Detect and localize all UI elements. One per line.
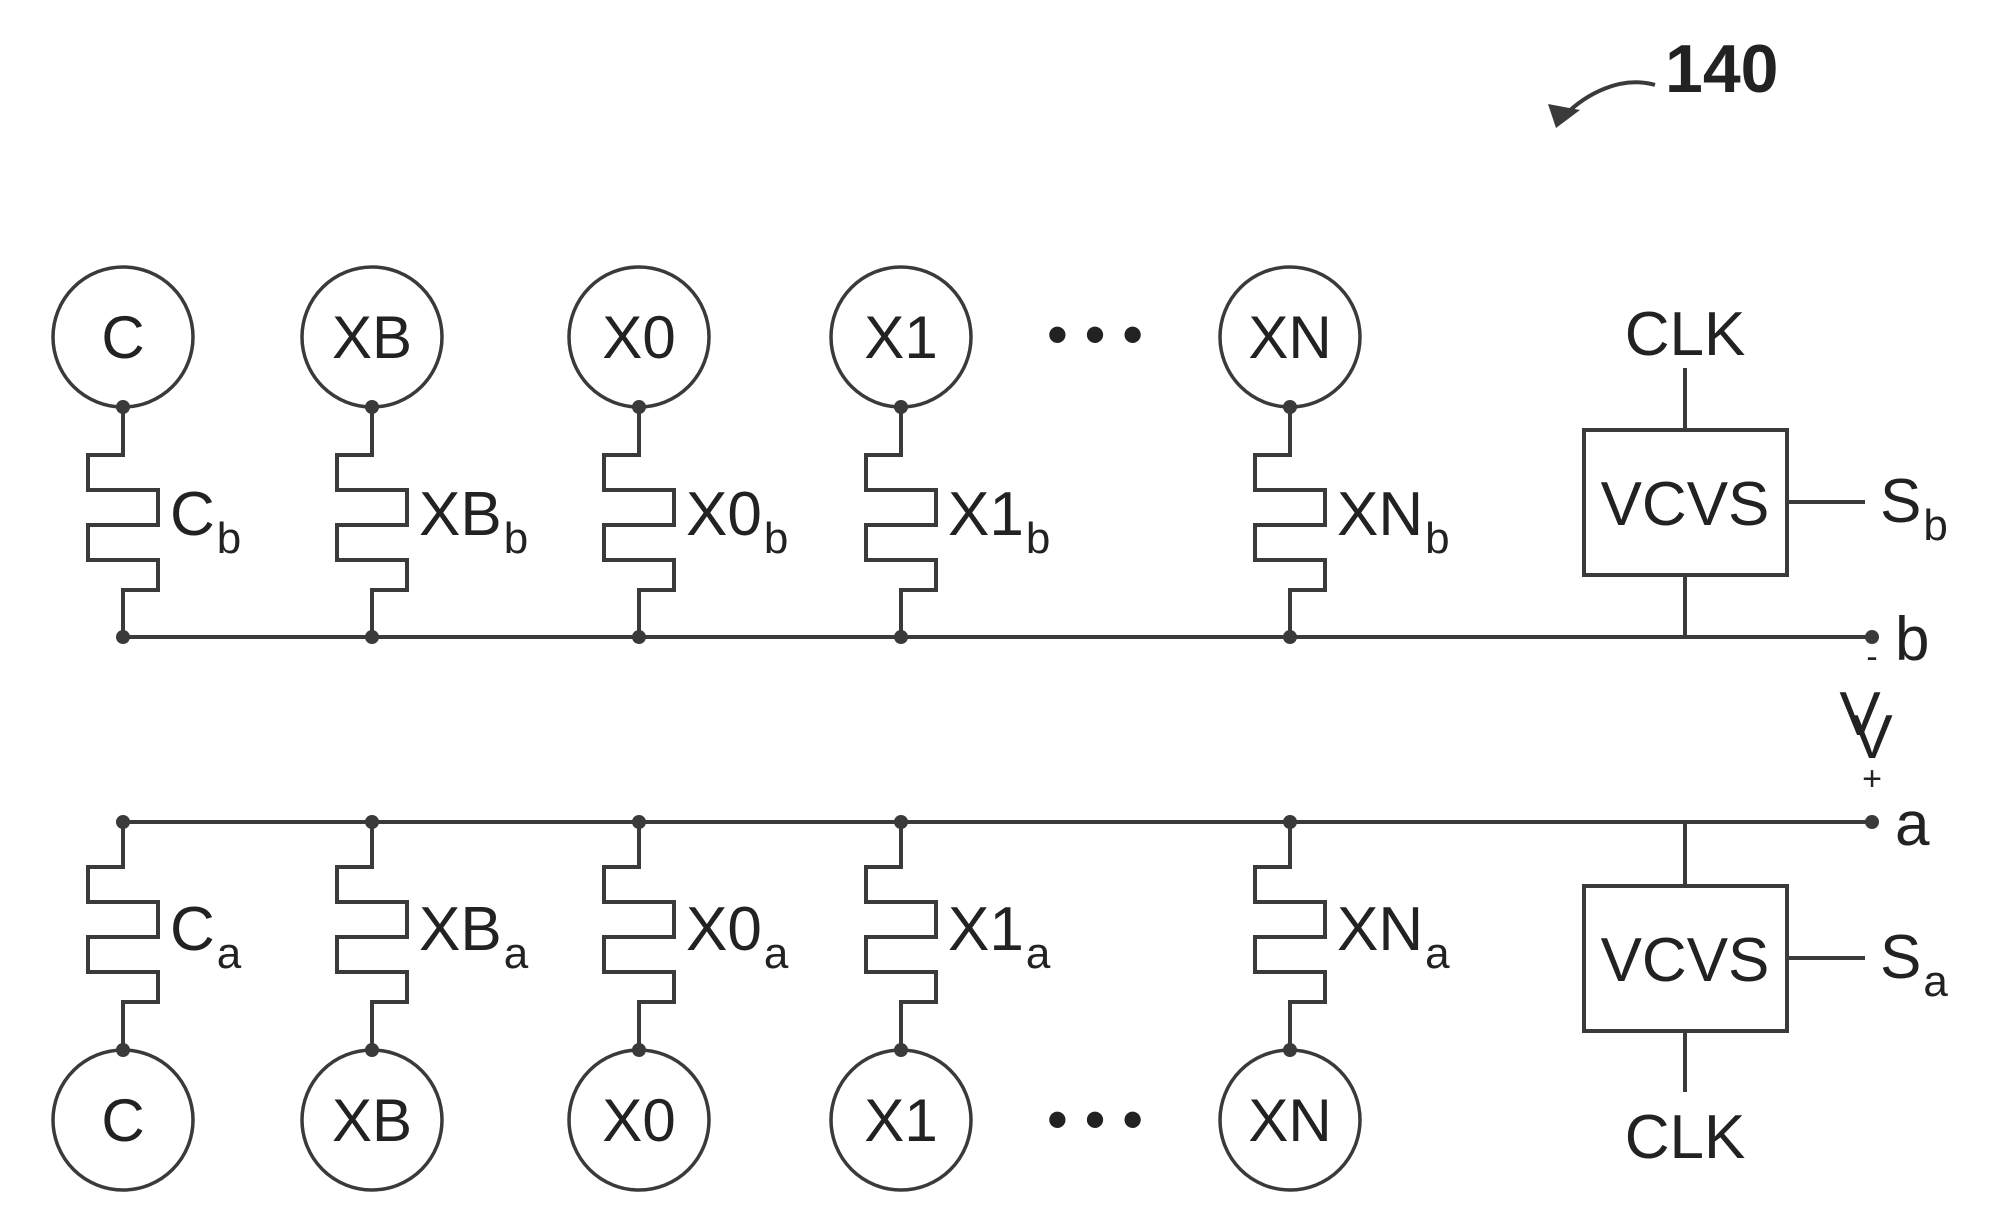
top-resistor-label: X0b xyxy=(686,480,788,563)
bottom-source-label: C xyxy=(101,1087,144,1154)
terminal-a-label: a xyxy=(1895,790,1930,859)
bottom-resistor-label: XNa xyxy=(1337,895,1450,978)
top-resistor xyxy=(1255,407,1325,637)
top-clk-label: CLK xyxy=(1625,300,1746,369)
top-output-label: Sb xyxy=(1880,467,1948,550)
bottom-resistor-label: Ca xyxy=(170,895,242,978)
top-resistor-label: XNb xyxy=(1337,480,1450,563)
bottom-resistor-sub: a xyxy=(504,929,529,978)
bottom-output-label: Sa xyxy=(1880,923,1948,1006)
top-source-label: X1 xyxy=(864,304,937,371)
bottom-resistor-sub: a xyxy=(1425,929,1450,978)
bottom-output-main: S xyxy=(1880,923,1921,992)
bottom-resistor-main: C xyxy=(170,895,215,964)
top-source-label: X0 xyxy=(602,304,675,371)
top-resistor-label: XBb xyxy=(419,480,528,563)
bottom-branch-2: X0 X0a xyxy=(569,815,789,1190)
bottom-resistor-sub: a xyxy=(1026,929,1051,978)
top-resistor-sub: b xyxy=(217,514,241,563)
top-resistor-sub: b xyxy=(1026,514,1050,563)
voltage-plus: + xyxy=(1862,760,1882,798)
bottom-branch-0: C Ca xyxy=(53,815,242,1190)
bottom-resistor-label: XBa xyxy=(419,895,529,978)
top-output-main: S xyxy=(1880,467,1921,536)
bottom-vcvs: VCVS Sa CLK xyxy=(1584,822,1948,1172)
top-bus-dot xyxy=(116,630,130,644)
top-resistor-main: X0 xyxy=(686,480,762,549)
terminal-b-label: b xyxy=(1895,605,1929,674)
bottom-resistor-main: X0 xyxy=(686,895,762,964)
top-resistor-sub: b xyxy=(764,514,788,563)
top-row: b CLK VCVS Sb C Cb XB XBb xyxy=(53,267,1948,674)
bottom-resistor-main: XB xyxy=(419,895,502,964)
figure-number: 140 xyxy=(1665,31,1778,107)
bottom-resistor-sub: a xyxy=(217,929,242,978)
bottom-resistor-main: X1 xyxy=(948,895,1024,964)
top-resistor-sub: b xyxy=(1425,514,1449,563)
top-branch-3: X1 X1b xyxy=(831,267,1050,644)
bottom-ellipsis: • • • xyxy=(1047,1086,1143,1153)
top-resistor xyxy=(604,407,674,637)
top-resistor-main: XB xyxy=(419,480,502,549)
bottom-resistor xyxy=(866,822,936,1050)
top-resistor xyxy=(866,407,936,637)
top-bus-dot xyxy=(1283,630,1297,644)
bottom-source-label: X1 xyxy=(864,1087,937,1154)
bottom-source-label: XB xyxy=(332,1087,412,1154)
bottom-resistor-label: X0a xyxy=(686,895,789,978)
top-source-label: XN xyxy=(1248,304,1331,371)
figure-reference: 140 xyxy=(1548,31,1778,128)
bottom-source-label: XN xyxy=(1248,1087,1331,1154)
bottom-output-sub: a xyxy=(1923,957,1948,1006)
bottom-resistor xyxy=(337,822,407,1050)
bottom-branch-1: XB XBa xyxy=(302,815,529,1190)
bottom-clk-label: CLK xyxy=(1625,1103,1746,1172)
bottom-row: a VCVS Sa CLK C Ca XB XBa xyxy=(53,790,1948,1190)
top-branch-2: X0 X0b xyxy=(569,267,788,644)
top-resistor-label: Cb xyxy=(170,480,241,563)
top-branch-4: XN XNb xyxy=(1220,267,1450,644)
top-resistor-sub: b xyxy=(504,514,528,563)
top-resistor-main: XN xyxy=(1337,480,1423,549)
top-resistor-main: C xyxy=(170,480,215,549)
bottom-vcvs-label: VCVS xyxy=(1601,926,1770,995)
top-resistor xyxy=(88,407,158,637)
top-branch-0: C Cb xyxy=(53,267,241,644)
top-resistor-label: X1b xyxy=(948,480,1050,563)
terminal-a-dot xyxy=(1865,815,1879,829)
top-output-sub: b xyxy=(1923,501,1947,550)
bottom-branch-3: X1 X1a xyxy=(831,815,1051,1190)
bottom-resistor xyxy=(1255,822,1325,1050)
top-branch-1: XB XBb xyxy=(302,267,528,644)
top-source-label: C xyxy=(101,304,144,371)
top-bus-dot xyxy=(894,630,908,644)
top-source-label: XB xyxy=(332,304,412,371)
top-resistor-main: X1 xyxy=(948,480,1024,549)
bottom-resistor-label: X1a xyxy=(948,895,1051,978)
voltage-minus: - xyxy=(1866,638,1877,676)
top-resistor xyxy=(337,407,407,637)
voltage-label: - V V + xyxy=(1839,638,1893,798)
bottom-branch-4: XN XNa xyxy=(1220,815,1450,1190)
bottom-source-label: X0 xyxy=(602,1087,675,1154)
bottom-resistor xyxy=(88,822,158,1050)
top-bus-dot xyxy=(365,630,379,644)
bottom-resistor-main: XN xyxy=(1337,895,1423,964)
top-vcvs: CLK VCVS Sb xyxy=(1584,300,1948,637)
bottom-resistor-sub: a xyxy=(764,929,789,978)
top-vcvs-label: VCVS xyxy=(1601,470,1770,539)
top-ellipsis: • • • xyxy=(1047,301,1143,368)
bottom-resistor xyxy=(604,822,674,1050)
top-bus-dot xyxy=(632,630,646,644)
